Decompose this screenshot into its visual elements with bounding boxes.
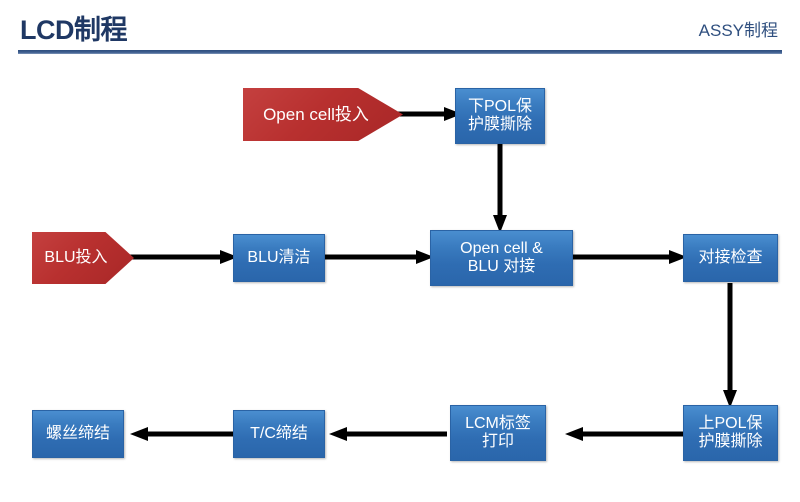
node-label-upper-pol-peel: 上POL保 护膜撕除 <box>698 414 763 450</box>
connector-dock-inspect-to-upper-pol-peel <box>723 283 737 408</box>
node-label-open-cell-input: Open cell投入 <box>263 104 369 124</box>
connector-tc-fasten-to-screw-fasten <box>130 427 238 441</box>
node-lcm-label-print[interactable]: LCM标签 打印 <box>450 405 546 461</box>
header-subtitle: ASSY制程 <box>698 21 778 40</box>
node-label-open-cell-blu-dock: Open cell & BLU 对接 <box>460 239 543 275</box>
connector-blu-clean-to-open-cell-blu-dock <box>324 250 434 264</box>
connector-upper-pol-peel-to-lcm-label-print <box>565 427 683 441</box>
node-screw-fasten[interactable]: 螺丝缔结 <box>32 410 124 458</box>
node-label-blu-input: BLU投入 <box>44 248 108 266</box>
connector-lcm-label-print-to-tc-fasten <box>329 427 447 441</box>
node-upper-pol-peel[interactable]: 上POL保 护膜撕除 <box>683 405 778 461</box>
node-tc-fasten[interactable]: T/C缔结 <box>233 410 325 458</box>
node-label-dock-inspect: 对接检查 <box>698 248 763 266</box>
node-label-tc-fasten: T/C缔结 <box>250 424 308 442</box>
node-blu-clean[interactable]: BLU清洁 <box>233 234 325 282</box>
connector-lower-pol-peel-to-open-cell-blu-dock <box>493 143 507 233</box>
header-divider <box>18 50 782 54</box>
page-title: LCD制程 <box>20 15 128 45</box>
node-label-lower-pol-peel: 下POL保 护膜撕除 <box>467 97 533 133</box>
node-lower-pol-peel[interactable]: 下POL保 护膜撕除 <box>455 88 545 144</box>
node-label-blu-clean: BLU清洁 <box>247 248 311 266</box>
node-label-screw-fasten: 螺丝缔结 <box>45 424 110 442</box>
node-blu-input[interactable]: BLU投入 <box>32 232 134 284</box>
node-label-lcm-label-print: LCM标签 打印 <box>465 414 531 450</box>
node-dock-inspect[interactable]: 对接检查 <box>683 234 778 282</box>
connector-blu-input-to-blu-clean <box>126 250 238 264</box>
connector-open-cell-blu-dock-to-dock-inspect <box>571 250 687 264</box>
node-open-cell-input[interactable]: Open cell投入 <box>243 88 403 141</box>
node-open-cell-blu-dock[interactable]: Open cell & BLU 对接 <box>430 230 573 286</box>
